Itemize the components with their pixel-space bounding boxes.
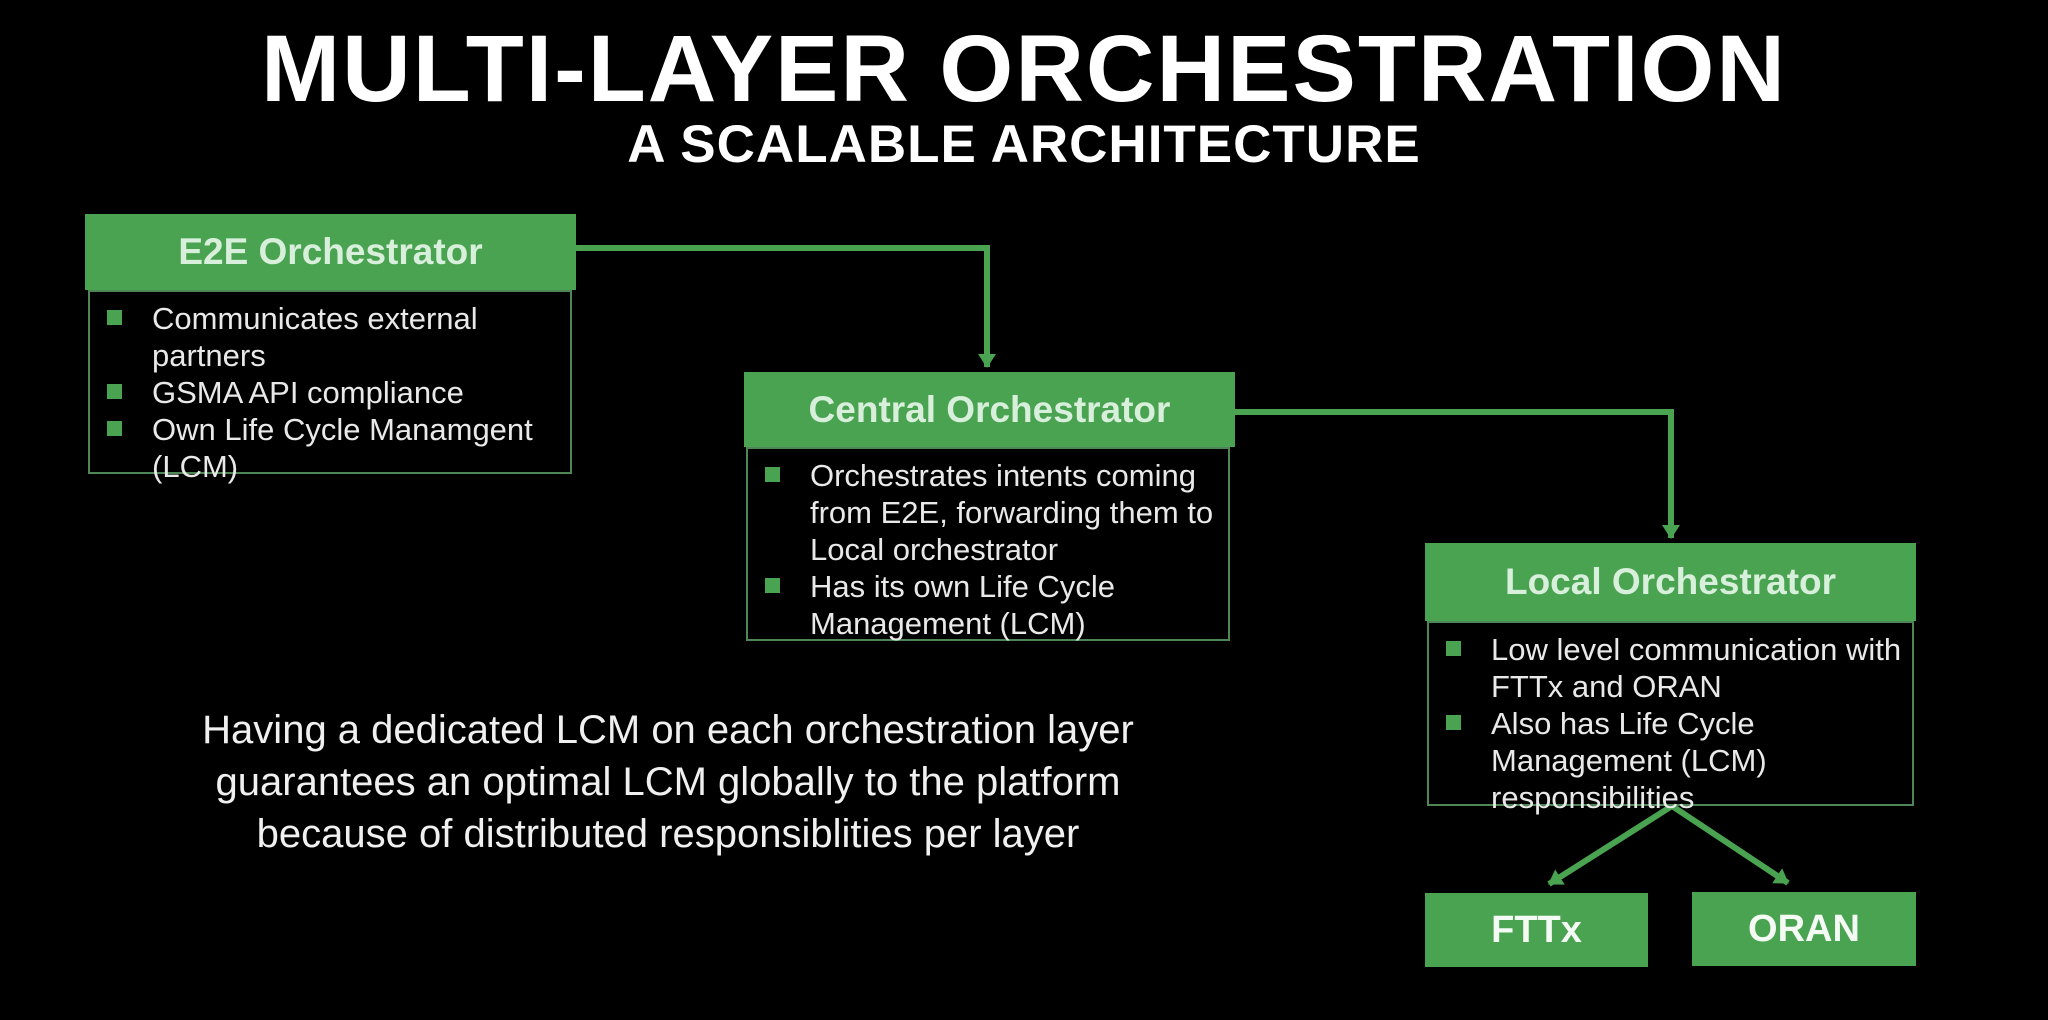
e2e-orchestrator-header: E2E Orchestrator bbox=[85, 214, 576, 290]
bullet-square-icon bbox=[1446, 641, 1461, 656]
bullet-square-icon bbox=[107, 310, 122, 325]
note-line: because of distributed responsiblities p… bbox=[256, 812, 1080, 856]
bullet-text: Communicates external partners bbox=[152, 301, 478, 373]
bullet-text: Own Life Cycle Manamgent (LCM) bbox=[152, 412, 533, 484]
central-orchestrator-bullets: Orchestrates intents coming from E2E, fo… bbox=[746, 447, 1230, 641]
bullet-text: Has its own Life Cycle Management (LCM) bbox=[810, 569, 1115, 641]
local-orchestrator-bullets: Low level communication with FTTx and OR… bbox=[1427, 621, 1914, 815]
bullet-item: Orchestrates intents coming from E2E, fo… bbox=[748, 457, 1220, 568]
bullet-square-icon bbox=[1446, 715, 1461, 730]
bullet-item: Also has Life Cycle Management (LCM) res… bbox=[1429, 705, 1904, 816]
bullet-text: Orchestrates intents coming from E2E, fo… bbox=[810, 458, 1214, 567]
arrow-local-to-oran bbox=[1670, 803, 1790, 886]
central-orchestrator-header: Central Orchestrator bbox=[744, 372, 1235, 447]
note-line: Having a dedicated LCM on each orchestra… bbox=[202, 708, 1134, 752]
note-line: guarantees an optimal LCM globally to th… bbox=[215, 760, 1121, 804]
note-text: Having a dedicated LCM on each orchestra… bbox=[116, 704, 1220, 860]
arrow-central-to-local bbox=[1235, 409, 1680, 539]
e2e-orchestrator-bullets: Communicates external partners GSMA API … bbox=[88, 290, 572, 484]
bullet-item: Own Life Cycle Manamgent (LCM) bbox=[90, 411, 562, 485]
bullet-text: Also has Life Cycle Management (LCM) res… bbox=[1491, 706, 1767, 815]
bullet-item: Communicates external partners bbox=[90, 300, 562, 374]
bullet-square-icon bbox=[765, 467, 780, 482]
bullet-item: Low level communication with FTTx and OR… bbox=[1429, 631, 1904, 705]
page-title: MULTI-LAYER ORCHESTRATION bbox=[261, 16, 1787, 122]
local-orchestrator-header: Local Orchestrator bbox=[1425, 543, 1916, 621]
page-subtitle: A SCALABLE ARCHITECTURE bbox=[627, 115, 1421, 174]
bullet-square-icon bbox=[107, 384, 122, 399]
bullet-item: GSMA API compliance bbox=[90, 374, 562, 411]
bullet-square-icon bbox=[765, 578, 780, 593]
bullet-item: Has its own Life Cycle Management (LCM) bbox=[748, 568, 1220, 642]
oran-box: ORAN bbox=[1692, 892, 1916, 966]
fttx-box: FTTx bbox=[1425, 893, 1648, 967]
bullet-text: Low level communication with FTTx and OR… bbox=[1491, 632, 1902, 704]
arrow-local-to-fttx bbox=[1547, 803, 1674, 887]
arrow-e2e-to-central bbox=[576, 245, 996, 368]
bullet-text: GSMA API compliance bbox=[152, 375, 464, 410]
bullet-square-icon bbox=[107, 421, 122, 436]
